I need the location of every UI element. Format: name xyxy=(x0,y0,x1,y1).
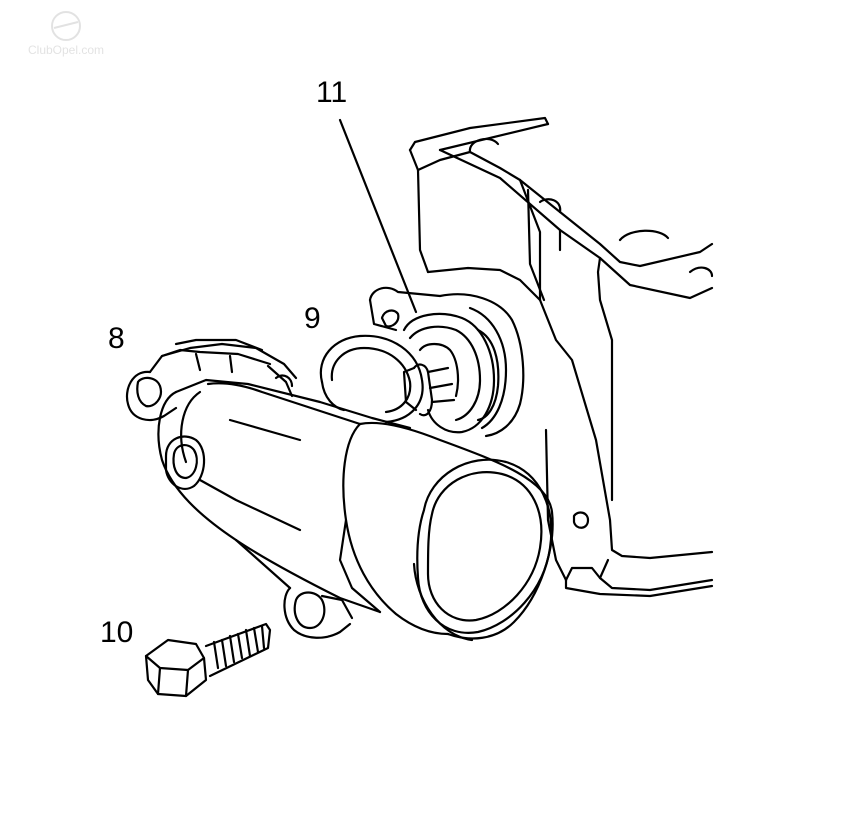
callout-10: 10 xyxy=(100,616,134,649)
leader-line-11 xyxy=(340,120,416,312)
bolt xyxy=(146,624,270,696)
outlet-flange xyxy=(370,288,523,436)
sealing-ring xyxy=(321,336,423,422)
callout-8: 8 xyxy=(108,322,125,355)
callout-9: 9 xyxy=(304,302,321,335)
engine-block xyxy=(410,118,712,596)
thermostat-housing xyxy=(127,340,553,640)
watermark-logo: ClubOpel.com xyxy=(28,8,104,57)
watermark-text: ClubOpel.com xyxy=(28,43,104,57)
thermostat xyxy=(404,314,494,432)
callout-11: 11 xyxy=(316,76,348,109)
